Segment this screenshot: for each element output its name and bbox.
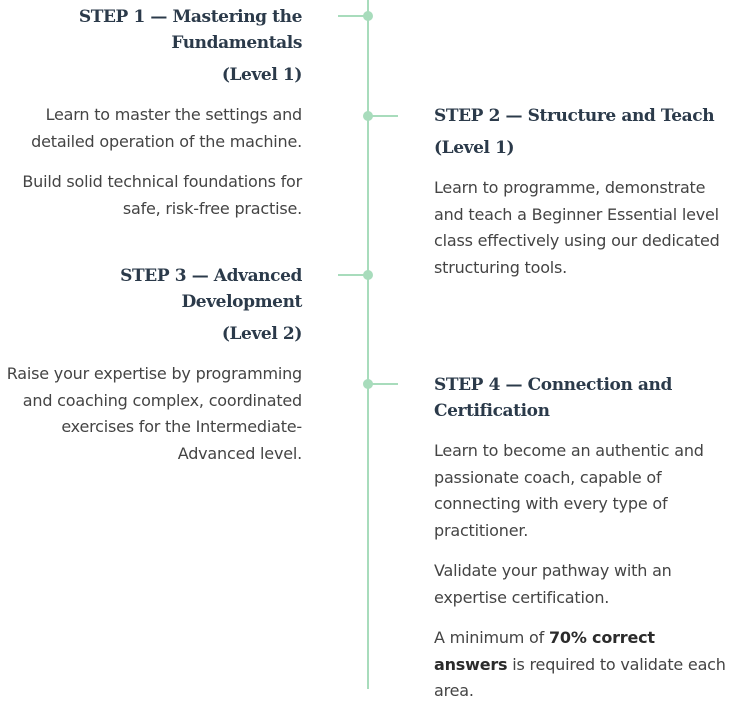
- timeline-node-step-1: [363, 11, 373, 21]
- step-1-paragraph-1: Learn to master the settings and detaile…: [31, 105, 302, 151]
- step-1-paragraph-2: Build solid technical foundations for sa…: [22, 172, 302, 218]
- timeline-node-step-4: [363, 379, 373, 389]
- final-note-emphasis: 70% correct answers: [434, 628, 655, 674]
- step-4-paragraph-1: Learn to become an authentic and passion…: [434, 441, 704, 540]
- step-3-level: (Level 2): [221, 324, 303, 344]
- step-4-final-note: A minimum of 70% correct answers is requ…: [434, 625, 730, 705]
- timeline-connector-step-2: [368, 115, 398, 117]
- timeline-line: [367, 0, 369, 689]
- step-3-title: STEP 3 — Advanced Development: [120, 266, 302, 312]
- step-4-paragraph-2: Validate your pathway with an expertise …: [434, 561, 672, 607]
- step-3-paragraph-1: Raise your expertise by programming and …: [6, 364, 302, 463]
- step-3: STEP 3 — Advanced Development (Level 2) …: [2, 263, 303, 467]
- timeline-connector-step-1: [338, 15, 368, 17]
- timeline-node-step-3: [363, 270, 373, 280]
- timeline-connector-step-3: [338, 274, 368, 276]
- timeline-node-step-2: [363, 111, 373, 121]
- step-2-title: STEP 2 — Structure and Teach: [434, 106, 715, 126]
- step-1-level: (Level 1): [221, 65, 303, 85]
- timeline-connector-step-4: [368, 383, 398, 385]
- step-2-paragraph-1: Learn to programme, demonstrate and teac…: [434, 178, 720, 277]
- step-4: STEP 4 — Connection and Certification Le…: [434, 372, 730, 705]
- step-1: STEP 1 — Mastering the Fundamentals (Lev…: [2, 4, 302, 222]
- final-note-prefix: A minimum of: [434, 628, 545, 647]
- step-4-title: STEP 4 — Connection and Certification: [434, 375, 672, 421]
- step-1-title: STEP 1 — Mastering the Fundamentals: [78, 7, 303, 53]
- step-2-level: (Level 1): [434, 138, 515, 158]
- step-2: STEP 2 — Structure and Teach (Level 1) L…: [434, 103, 730, 281]
